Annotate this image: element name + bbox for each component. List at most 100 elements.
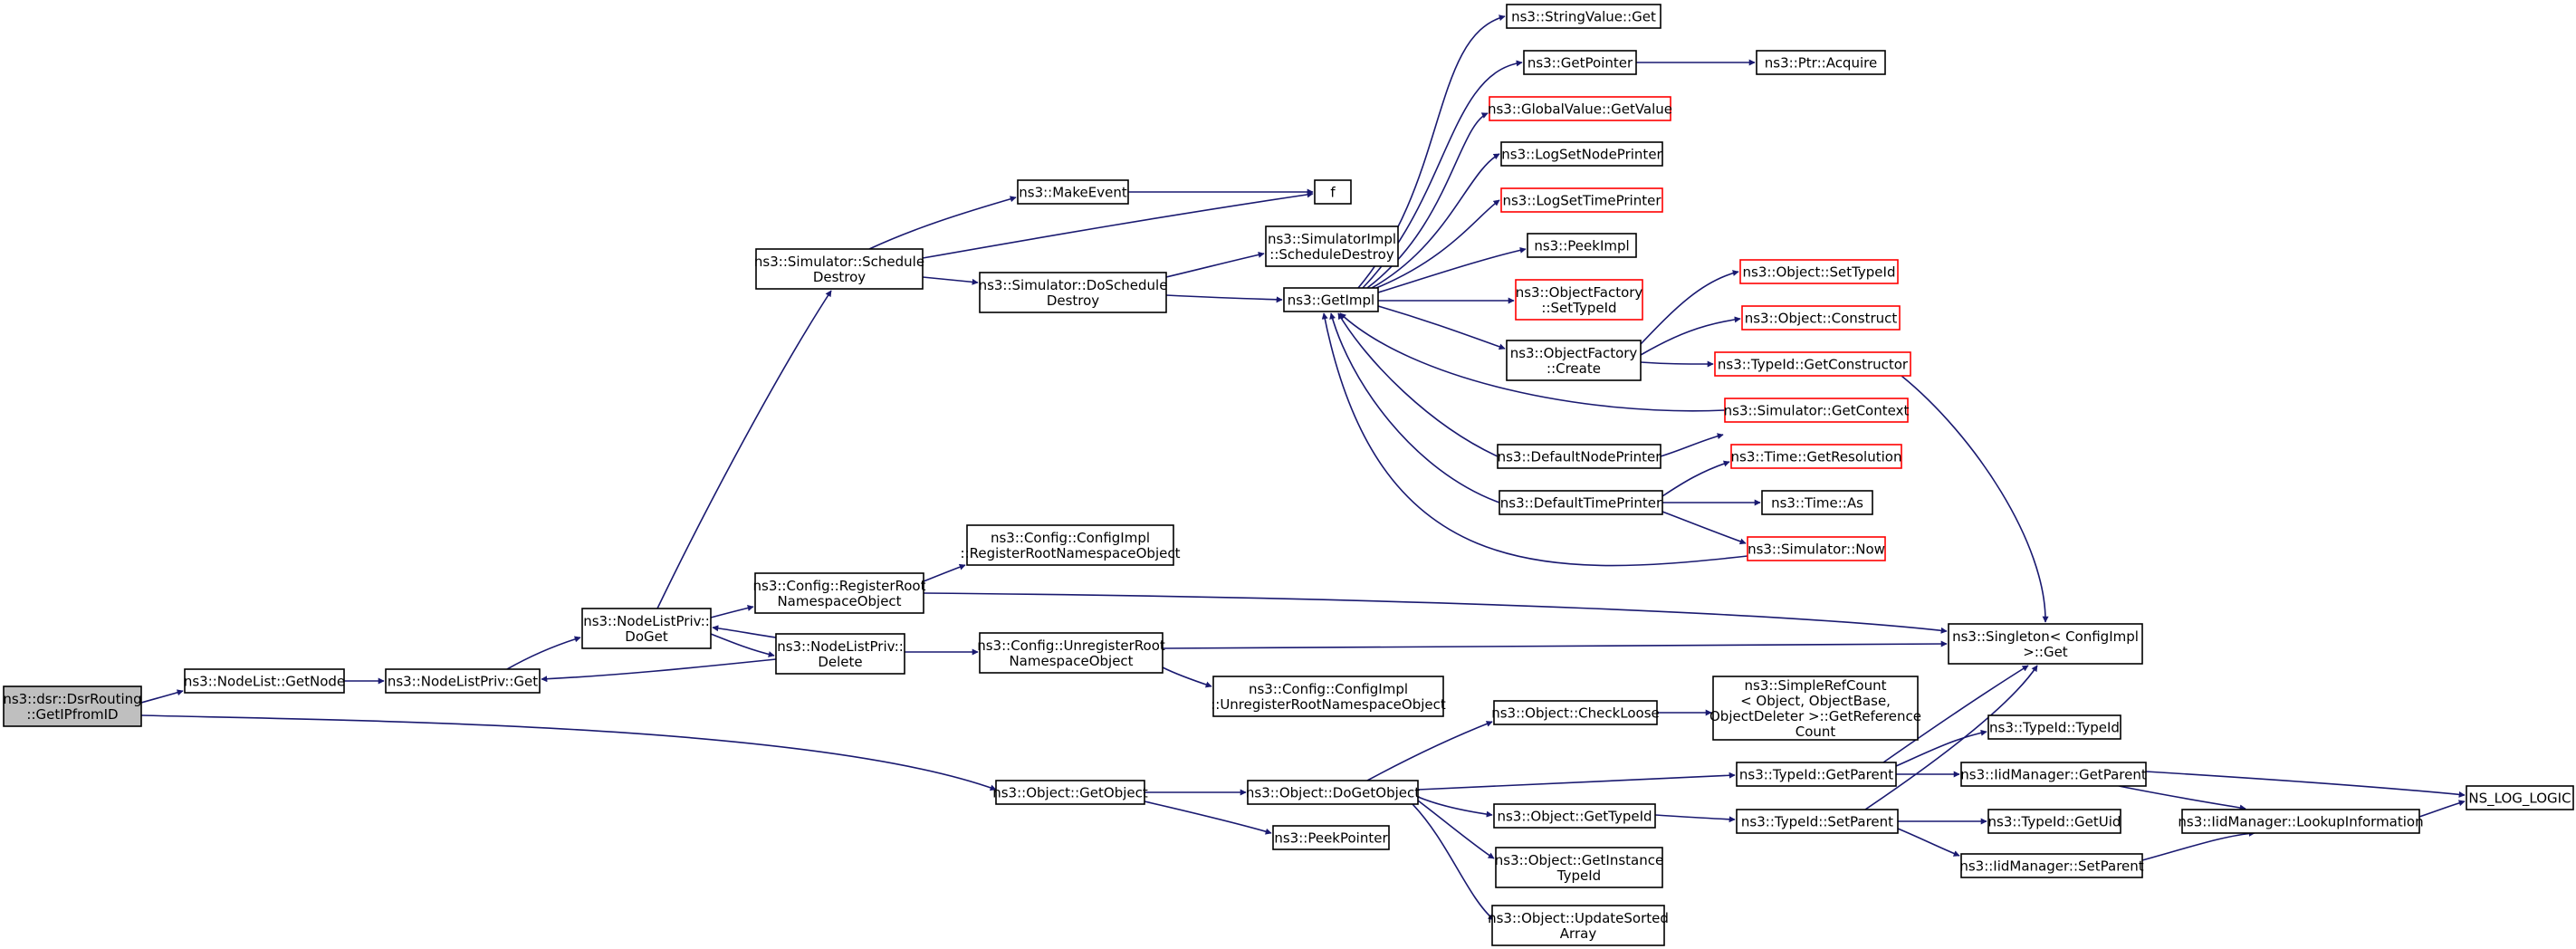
node-label: ns3::TypeId::TypeId (1989, 720, 2120, 736)
node-label: ObjectDeleter >::GetReference (1709, 708, 1921, 724)
node-objConstruct[interactable]: ns3::Object::Construct (1741, 305, 1901, 331)
node-nsLogLogic[interactable]: NS_LOG_LOGIC (2466, 785, 2574, 810)
node-peekPointer[interactable]: ns3::PeekPointer (1272, 825, 1390, 850)
node-getResolution[interactable]: ns3::Time::GetResolution (1730, 444, 1902, 469)
node-regRoot[interactable]: ns3::Config::RegisterRootNamespaceObject (753, 572, 926, 614)
node-label: ::UnregisterRootNamespaceObject (1211, 696, 1446, 713)
edge-iidGetParent-to-lookupInfo (2118, 785, 2246, 811)
edge-defTimePrinter-to-getResolution (1661, 460, 1730, 497)
edge-lookupInfo-to-nsLogLogic (2418, 800, 2466, 818)
node-iidGetParent[interactable]: ns3::IidManager::GetParent (1960, 762, 2147, 787)
node-label: ns3::Object::DoGetObject (1246, 785, 1420, 801)
node-makeEvent[interactable]: ns3::MakeEvent (1017, 179, 1129, 205)
node-globalGet[interactable]: ns3::GlobalValue::GetValue (1488, 96, 1672, 121)
node-label: ns3::Object::GetInstance (1495, 852, 1663, 868)
node-defTimePrinter[interactable]: ns3::DefaultTimePrinter (1499, 490, 1663, 515)
node-label: ns3::Object::UpdateSorted (1488, 910, 1669, 926)
node-label: ns3::DefaultTimePrinter (1500, 495, 1662, 512)
node-box (1493, 803, 1656, 829)
edge-doSchedDestroy-to-getImpl (1165, 294, 1283, 303)
node-ofSetTypeId[interactable]: ns3::ObjectFactory::SetTypeId (1515, 279, 1643, 321)
node-getObject[interactable]: ns3::Object::GetObject (992, 780, 1148, 805)
node-lookupInfo[interactable]: ns3::IidManager::LookupInformation (2178, 809, 2424, 834)
node-label: ns3::Time::GetResolution (1731, 449, 1902, 465)
edge-doget-to-regRoot (710, 605, 754, 618)
node-label: ns3::PeekImpl (1534, 238, 1629, 254)
node-logTime[interactable]: ns3::LogSetTimePrinter (1500, 187, 1663, 213)
node-getPointer[interactable]: ns3::GetPointer (1523, 50, 1637, 75)
node-nlpget[interactable]: ns3::NodeListPriv::Get (385, 668, 541, 694)
node-singleton[interactable]: ns3::Singleton< ConfigImpl >::Get (1948, 623, 2143, 665)
node-timeAs[interactable]: ns3::Time::As (1761, 490, 1873, 515)
node-box (1283, 287, 1379, 312)
edge-doget-to-schedDestroy (656, 290, 832, 609)
node-delete[interactable]: ns3::NodeListPriv::Delete (775, 633, 905, 675)
node-box (1265, 225, 1399, 267)
node-schedDestroy[interactable]: ns3::Simulator::ScheduleDestroy (754, 248, 924, 290)
node-getnode[interactable]: ns3::NodeList::GetNode (184, 668, 345, 694)
node-label: DoGet (625, 628, 668, 645)
node-doGetObject[interactable]: ns3::Object::DoGetObject (1246, 780, 1420, 805)
node-defNodePrinter[interactable]: ns3::DefaultNodePrinter (1497, 444, 1662, 469)
node-label: ns3::LogSetTimePrinter (1502, 193, 1661, 209)
node-f[interactable]: f (1314, 179, 1352, 205)
node-box (1736, 762, 1897, 787)
node-label: ns3::Simulator::Now (1748, 542, 1885, 558)
node-stringGet[interactable]: ns3::StringValue::Get (1506, 4, 1661, 29)
node-root[interactable]: ns3::dsr::DsrRouting::GetIPfromID (3, 685, 142, 727)
node-peekImpl[interactable]: ns3::PeekImpl (1527, 233, 1637, 258)
node-getImpl[interactable]: ns3::GetImpl (1283, 287, 1379, 312)
node-label: ns3::Ptr::Acquire (1765, 55, 1877, 72)
node-label: ns3::NodeListPriv:: (777, 638, 904, 655)
node-label: ns3::SimulatorImpl (1268, 231, 1396, 247)
node-box (1212, 676, 1444, 717)
node-label: ns3::Object::GetObject (992, 785, 1148, 801)
node-label: ns3::Simulator::GetContext (1724, 403, 1910, 419)
node-label: ns3::MakeEvent (1019, 185, 1127, 201)
node-box (1948, 623, 2143, 665)
edge-defTimePrinter-to-simNow (1661, 511, 1747, 545)
node-unregRoot[interactable]: ns3::Config::UnregisterRootNamespaceObje… (977, 632, 1165, 674)
node-simpleRef[interactable]: ns3::SimpleRefCount< Object, ObjectBase,… (1709, 676, 1921, 741)
node-getTypeId[interactable]: ns3::Object::GetTypeId (1493, 803, 1656, 829)
node-label: ns3::Time::As (1771, 495, 1863, 512)
node-box (1761, 490, 1873, 515)
node-box (2181, 809, 2420, 834)
node-label: Destroy (1047, 292, 1099, 309)
node-tidSetParent[interactable]: ns3::TypeId::SetParent (1736, 809, 1899, 834)
node-label: Array (1560, 925, 1597, 942)
node-label: < Object, ObjectBase, (1740, 693, 1891, 709)
node-simImplSched[interactable]: ns3::SimulatorImpl::ScheduleDestroy (1265, 225, 1399, 267)
node-box (1497, 444, 1661, 469)
node-checkLoose[interactable]: ns3::Object::CheckLoose (1491, 700, 1660, 725)
node-tidGetParent[interactable]: ns3::TypeId::GetParent (1736, 762, 1897, 787)
node-iidSetParent[interactable]: ns3::IidManager::SetParent (1959, 853, 2144, 878)
node-simNow[interactable]: ns3::Simulator::Now (1747, 536, 1886, 561)
node-label: NamespaceObject (1009, 653, 1133, 669)
edge-ofCreate-to-objSetTypeId (1640, 270, 1739, 345)
node-box (1499, 490, 1663, 515)
node-objSetTypeId[interactable]: ns3::Object::SetTypeId (1739, 259, 1899, 284)
node-tidTypeId[interactable]: ns3::TypeId::TypeId (1987, 714, 2121, 740)
node-label: ns3::IidManager::GetParent (1960, 767, 2147, 783)
node-ptrAcquire[interactable]: ns3::Ptr::Acquire (1756, 50, 1886, 75)
node-box (1247, 780, 1419, 805)
node-doget[interactable]: ns3::NodeListPriv::DoGet (581, 608, 712, 649)
node-tidGetUid[interactable]: ns3::TypeId::GetUid (1987, 809, 2121, 834)
edge-iidGetParent-to-nsLogLogic (2145, 771, 2466, 798)
edge-getImpl-to-ofCreate (1377, 305, 1506, 350)
node-cfgRegRoot[interactable]: ns3::Config::ConfigImpl::RegisterRootNam… (961, 524, 1181, 566)
node-box (1272, 825, 1390, 850)
node-ofCreate[interactable]: ns3::ObjectFactory::Create (1506, 340, 1642, 381)
node-cfgUnregRoot[interactable]: ns3::Config::ConfigImpl::UnregisterRootN… (1211, 676, 1446, 717)
edge-defNodePrinter-to-getContext (1660, 433, 1724, 457)
node-getContext[interactable]: ns3::Simulator::GetContext (1724, 398, 1910, 423)
node-box (1741, 305, 1901, 331)
node-label: ns3::IidManager::SetParent (1959, 858, 2143, 875)
edge-defNodePrinter-to-getImpl (1337, 312, 1499, 457)
node-getConstructor[interactable]: ns3::TypeId::GetConstructor (1714, 351, 1911, 377)
node-logNode[interactable]: ns3::LogSetNodePrinter (1500, 141, 1663, 167)
